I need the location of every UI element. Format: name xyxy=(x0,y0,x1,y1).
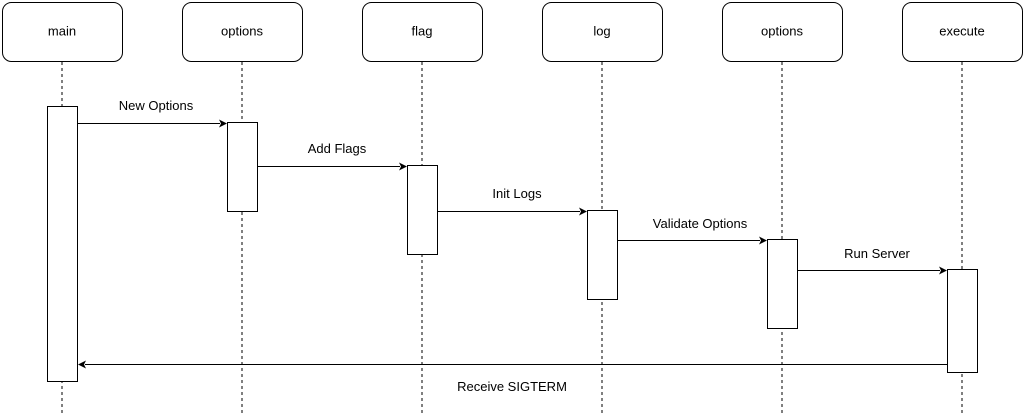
arrowhead-icon xyxy=(78,360,86,369)
message-init-logs[interactable]: Init Logs xyxy=(438,186,587,216)
participants: main options flag log options execute xyxy=(2,2,1023,62)
message-validate-options[interactable]: Validate Options xyxy=(618,216,767,245)
arrowhead-icon xyxy=(219,119,227,128)
message-label: Add Flags xyxy=(308,141,367,156)
arrowhead-icon xyxy=(759,236,767,245)
activation-main[interactable] xyxy=(47,106,78,382)
message-label: Validate Options xyxy=(653,216,748,231)
message-label: Receive SIGTERM xyxy=(457,379,567,394)
arrowhead-icon xyxy=(399,162,407,171)
message-label: Run Server xyxy=(844,246,910,261)
message-label: New Options xyxy=(119,98,194,113)
activations xyxy=(47,106,978,382)
participant-label-main: main xyxy=(48,23,76,38)
participant-label-options: options xyxy=(221,23,263,38)
participant-options-2[interactable]: options xyxy=(722,2,843,62)
participant-label-execute: execute xyxy=(939,23,985,38)
messages: New Options Add Flags Init Logs Validate… xyxy=(78,98,947,394)
activation-execute[interactable] xyxy=(947,269,978,373)
arrowhead-icon xyxy=(579,207,587,216)
message-new-options[interactable]: New Options xyxy=(78,98,227,128)
message-run-server[interactable]: Run Server xyxy=(798,246,947,275)
participant-log[interactable]: log xyxy=(542,2,663,62)
message-add-flags[interactable]: Add Flags xyxy=(258,141,407,171)
participant-label-options-2: options xyxy=(761,23,803,38)
participant-options[interactable]: options xyxy=(182,2,303,62)
participant-label-flag: flag xyxy=(412,23,433,38)
message-label: Init Logs xyxy=(492,186,542,201)
message-receive-sigterm[interactable]: Receive SIGTERM xyxy=(78,360,947,395)
activation-options-2[interactable] xyxy=(767,239,798,329)
arrowhead-icon xyxy=(939,266,947,275)
activation-flag[interactable] xyxy=(407,165,438,255)
activation-log[interactable] xyxy=(587,210,618,300)
activation-options[interactable] xyxy=(227,122,258,212)
lifelines xyxy=(61,62,963,416)
participant-flag[interactable]: flag xyxy=(362,2,483,62)
participant-main[interactable]: main xyxy=(2,2,123,62)
participant-execute[interactable]: execute xyxy=(902,2,1023,62)
participant-label-log: log xyxy=(593,23,610,38)
